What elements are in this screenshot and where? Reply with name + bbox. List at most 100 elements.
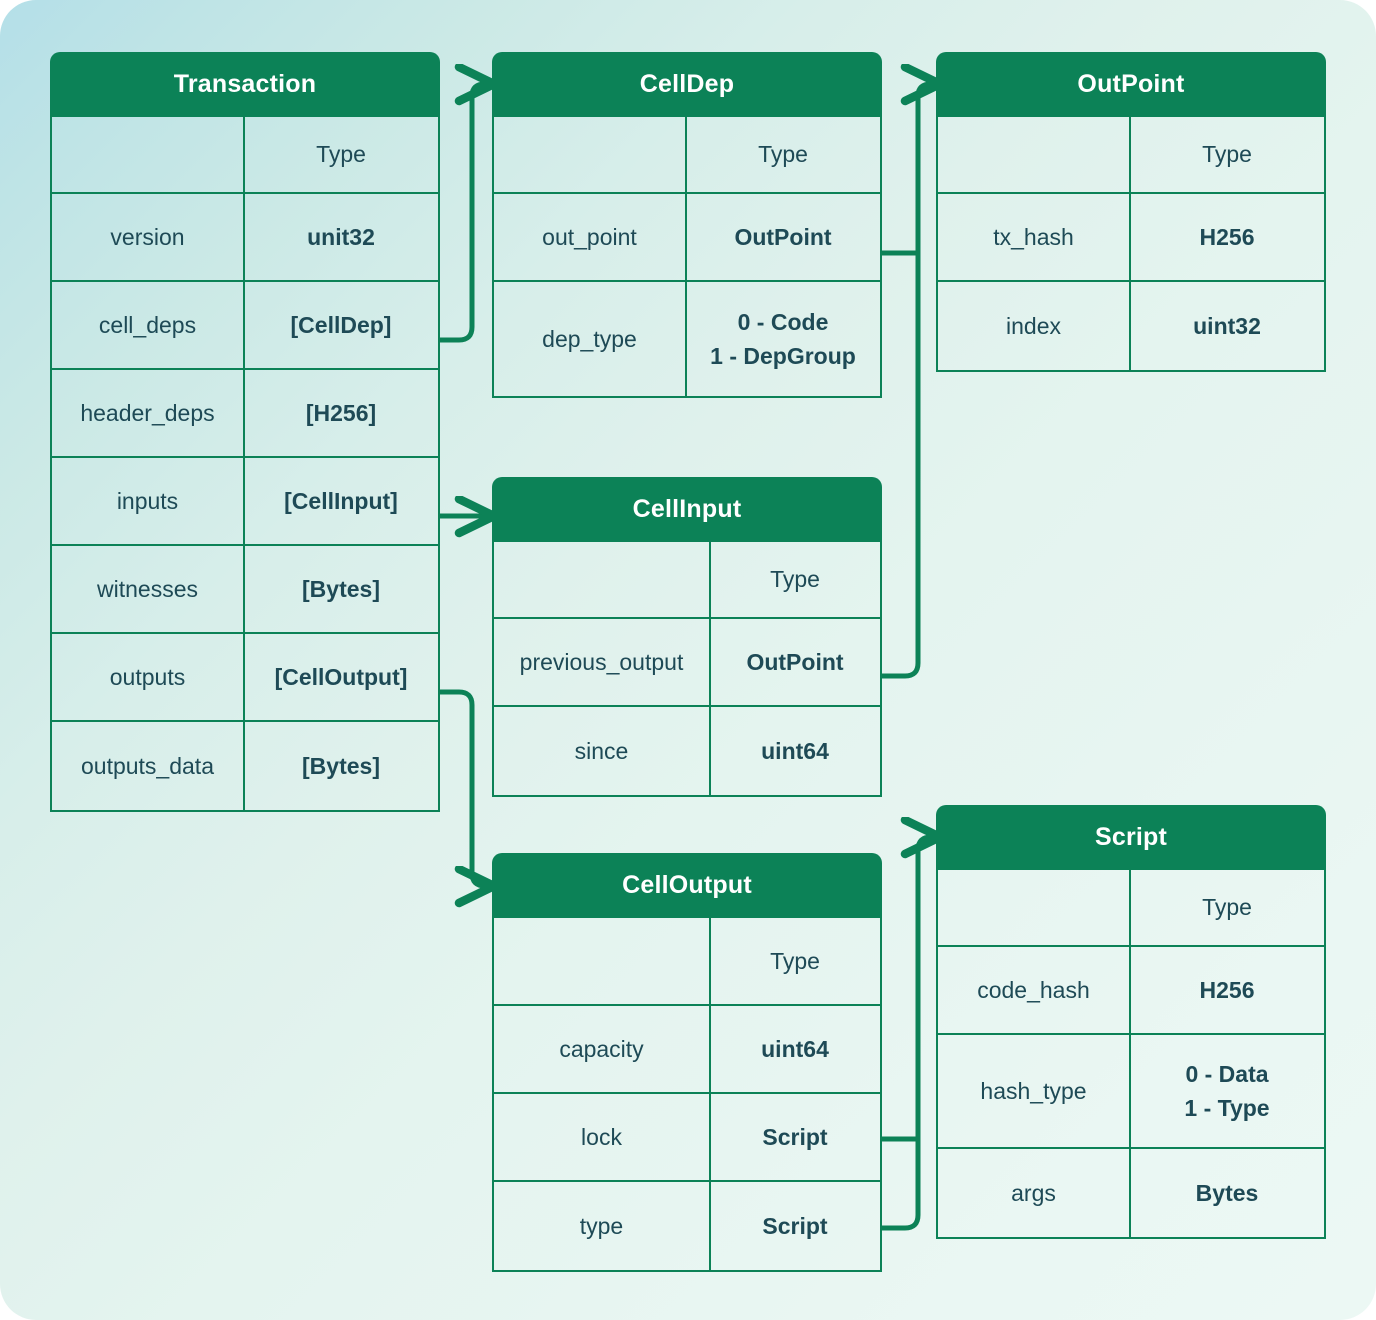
column-header-field <box>494 918 711 1004</box>
field-name: outputs_data <box>52 722 245 810</box>
field-type: H256 <box>1199 223 1255 250</box>
field-name: cell_deps <box>52 282 245 368</box>
column-header-type: Type <box>770 947 820 974</box>
entity-script-body: Type code_hash H256 hash_type 0 - Data 1… <box>936 870 1326 1239</box>
field-name: index <box>938 282 1131 370</box>
field-name: type <box>494 1182 711 1270</box>
field-type-line-1: 0 - Code <box>737 309 829 336</box>
field-type: Script <box>762 1212 828 1239</box>
entity-celldep[interactable]: CellDep Type out_point OutPoint dep_type… <box>492 52 882 398</box>
field-name: witnesses <box>52 546 245 632</box>
field-type: uint64 <box>761 1035 829 1062</box>
field-type: [CellInput] <box>284 487 398 514</box>
field-name: code_hash <box>938 947 1131 1033</box>
entity-celldep-body: Type out_point OutPoint dep_type 0 - Cod… <box>492 117 882 398</box>
field-name: hash_type <box>938 1035 1131 1147</box>
table-row: header_deps [H256] <box>52 370 438 458</box>
field-type: 0 - Data 1 - Type <box>1131 1035 1323 1147</box>
table-row: args Bytes <box>938 1149 1324 1237</box>
table-header-row: Type <box>494 918 880 1006</box>
column-header-type: Type <box>758 141 808 168</box>
field-name: inputs <box>52 458 245 544</box>
table-row: cell_deps [CellDep] <box>52 282 438 370</box>
field-name: dep_type <box>494 282 687 396</box>
entity-transaction-title: Transaction <box>50 52 440 117</box>
entity-outpoint[interactable]: OutPoint Type tx_hash H256 index uint32 <box>936 52 1326 372</box>
entity-cellinput[interactable]: CellInput Type previous_output OutPoint … <box>492 477 882 797</box>
field-type: 0 - Code 1 - DepGroup <box>687 282 879 396</box>
field-name: args <box>938 1149 1131 1237</box>
column-header-type: Type <box>316 141 366 168</box>
table-row: capacity uint64 <box>494 1006 880 1094</box>
entity-cellinput-body: Type previous_output OutPoint since uint… <box>492 542 882 797</box>
table-header-row: Type <box>494 117 880 194</box>
table-header-row: Type <box>52 117 438 194</box>
field-type: unit32 <box>307 223 375 250</box>
field-type-line-2: 1 - Type <box>1184 1094 1270 1121</box>
table-row: since uint64 <box>494 707 880 795</box>
field-name: since <box>494 707 711 795</box>
table-row: outputs [CellOutput] <box>52 634 438 722</box>
field-name: capacity <box>494 1006 711 1092</box>
field-name: version <box>52 194 245 280</box>
entity-cellinput-title: CellInput <box>492 477 882 542</box>
field-type: [CellDep] <box>290 311 392 338</box>
field-name: outputs <box>52 634 245 720</box>
table-row: version unit32 <box>52 194 438 282</box>
column-header-field <box>938 117 1131 192</box>
table-row: previous_output OutPoint <box>494 619 880 707</box>
field-type: Script <box>762 1123 828 1150</box>
table-row: inputs [CellInput] <box>52 458 438 546</box>
field-type: [H256] <box>305 399 377 426</box>
field-type-line-2: 1 - DepGroup <box>710 342 856 369</box>
table-row: lock Script <box>494 1094 880 1182</box>
table-header-row: Type <box>938 117 1324 194</box>
field-type: uint32 <box>1193 312 1261 339</box>
column-header-type: Type <box>1202 141 1252 168</box>
field-type: uint64 <box>761 737 829 764</box>
table-header-row: Type <box>494 542 880 619</box>
entity-outpoint-body: Type tx_hash H256 index uint32 <box>936 117 1326 372</box>
table-row: outputs_data [Bytes] <box>52 722 438 810</box>
field-type: H256 <box>1199 976 1255 1003</box>
field-name: header_deps <box>52 370 245 456</box>
field-name: out_point <box>494 194 687 280</box>
field-name: previous_output <box>494 619 711 705</box>
field-name: tx_hash <box>938 194 1131 280</box>
column-header-field <box>494 542 711 617</box>
column-header-field <box>938 870 1131 945</box>
connector-cellinput-outpoint <box>881 84 938 679</box>
field-type: [CellOutput] <box>274 663 408 690</box>
column-header-type: Type <box>770 566 820 593</box>
table-row: type Script <box>494 1182 880 1270</box>
connector-transaction-celloutput <box>440 689 492 886</box>
entity-celloutput-title: CellOutput <box>492 853 882 918</box>
field-type: Bytes <box>1195 1179 1259 1206</box>
table-row: tx_hash H256 <box>938 194 1324 282</box>
entity-celloutput-body: Type capacity uint64 lock Script type Sc… <box>492 918 882 1272</box>
entity-script[interactable]: Script Type code_hash H256 hash_type 0 -… <box>936 805 1326 1239</box>
entity-celldep-title: CellDep <box>492 52 882 117</box>
table-row: witnesses [Bytes] <box>52 546 438 634</box>
field-type: OutPoint <box>746 648 844 675</box>
field-type: OutPoint <box>734 223 832 250</box>
field-name: lock <box>494 1094 711 1180</box>
connector-transaction-celldep <box>440 84 492 343</box>
entity-transaction[interactable]: Transaction Type version unit32 cell_dep… <box>50 52 440 812</box>
field-type: [Bytes] <box>302 575 380 602</box>
table-row: code_hash H256 <box>938 947 1324 1035</box>
table-row: out_point OutPoint <box>494 194 880 282</box>
column-header-field <box>52 117 245 192</box>
column-header-type: Type <box>1202 894 1252 921</box>
connector-celloutput-script-type <box>881 837 938 1231</box>
entity-celloutput[interactable]: CellOutput Type capacity uint64 lock Scr… <box>492 853 882 1272</box>
field-type-line-1: 0 - Data <box>1185 1061 1269 1088</box>
table-row: dep_type 0 - Code 1 - DepGroup <box>494 282 880 396</box>
entity-outpoint-title: OutPoint <box>936 52 1326 117</box>
column-header-field <box>494 117 687 192</box>
entity-transaction-body: Type version unit32 cell_deps [CellDep] … <box>50 117 440 812</box>
entity-script-title: Script <box>936 805 1326 870</box>
field-type: [Bytes] <box>302 752 380 779</box>
table-header-row: Type <box>938 870 1324 947</box>
